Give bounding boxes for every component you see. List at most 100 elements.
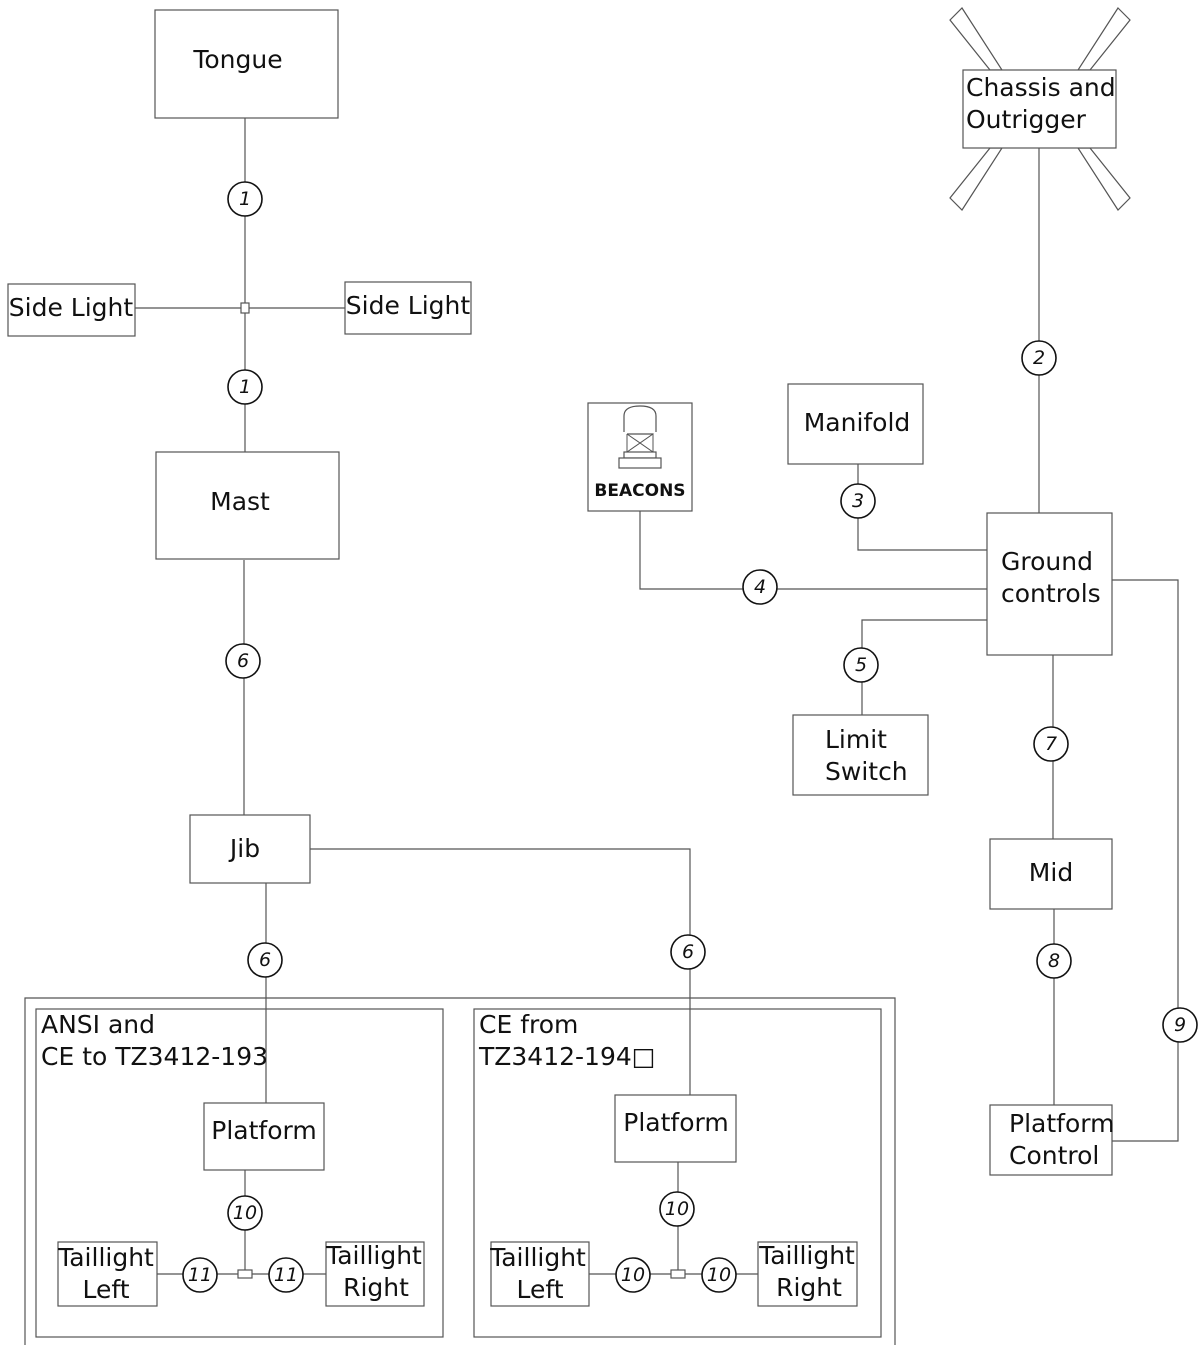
ansi-group-frame (35, 1008, 444, 1338)
connector-10-ce-left-label: 10 (621, 1264, 645, 1286)
tongue-box (154, 9, 339, 119)
outrigger-strut-top-left (949, 7, 1004, 71)
outrigger-strut-bottom-right (1076, 147, 1131, 211)
connector-8-label: 8 (1048, 950, 1060, 972)
chassis-label-2: Outrigger (966, 105, 1087, 134)
connector-7-label: 7 (1045, 733, 1057, 755)
chassis-label-1: Chassis and (966, 73, 1116, 102)
component-mast: Mast (155, 451, 340, 560)
connector-6-ansi: 6 (247, 942, 283, 978)
connector-11-ansi-left-label: 11 (188, 1264, 212, 1286)
group-frames: ANSI and CE to TZ3412-193 CE from TZ3412… (24, 997, 896, 1345)
wire-limit-ground (861, 619, 987, 715)
outer-frame (24, 997, 896, 1345)
connector-6-mast-label: 6 (237, 650, 249, 672)
connector-5: 5 (843, 647, 879, 683)
platform-control-label-2: Control (1009, 1141, 1099, 1170)
wire-ground-platform-control (1112, 579, 1179, 1142)
outrigger-strut-bottom-left (949, 147, 1004, 211)
connector-3-label: 3 (852, 490, 864, 512)
ce-taillight-left: Taillight Left (489, 1241, 590, 1307)
component-manifold: Manifold (787, 383, 924, 465)
ce-taillight-left-label-1: Taillight (489, 1243, 586, 1272)
component-side-light-right: Side Light (344, 281, 472, 335)
mid-label: Mid (1029, 858, 1073, 887)
ansi-taillight-right-box (325, 1241, 425, 1307)
connector-9: 9 (1162, 1007, 1198, 1043)
mid-box (989, 838, 1113, 910)
connector-11-ansi-right: 11 (268, 1257, 304, 1293)
ansi-platform-box (203, 1102, 325, 1171)
connector-4: 4 (742, 569, 778, 605)
ansi-taillight-left-label-2: Left (82, 1275, 129, 1304)
ce-taillight-junction (670, 1269, 686, 1279)
connector-10-ce: 10 (659, 1191, 695, 1227)
component-tongue: Tongue (154, 9, 339, 119)
tongue-label: Tongue (192, 45, 282, 74)
ground-controls-box (986, 512, 1113, 656)
limit-switch-box (792, 714, 929, 796)
ce-taillight-left-label-2: Left (516, 1275, 563, 1304)
ce-taillight-right-label-1: Taillight (758, 1241, 855, 1270)
side-light-right-box (344, 281, 472, 335)
connector-9-label: 9 (1174, 1014, 1186, 1036)
side-light-junction (240, 302, 250, 314)
connector-6-mast: 6 (225, 643, 261, 679)
connector-4-label: 4 (754, 576, 766, 598)
connector-7: 7 (1033, 726, 1069, 762)
limit-switch-label-2: Switch (825, 757, 908, 786)
manifold-box (787, 383, 924, 465)
component-side-light-left: Side Light (7, 283, 136, 337)
beacon-icon (618, 405, 662, 469)
mast-label: Mast (210, 487, 270, 516)
component-chassis-outrigger: Chassis and Outrigger (962, 69, 1117, 149)
outrigger-struts (949, 7, 1131, 211)
outrigger-strut-top-right (1076, 7, 1131, 71)
connector-5-label: 5 (855, 654, 867, 676)
manifold-label: Manifold (804, 408, 911, 437)
ce-group-title-1: CE from (479, 1010, 578, 1039)
ce-taillight-right-label-2: Right (776, 1273, 842, 1302)
ce-taillight-right-box (757, 1241, 858, 1307)
component-mid: Mid (989, 838, 1113, 910)
connector-10-ce-right: 10 (701, 1257, 737, 1293)
connector-1-upper: 1 (227, 181, 263, 217)
connector-10-ansi-label: 10 (233, 1202, 257, 1224)
ground-controls-label-1: Ground (1001, 547, 1093, 576)
connector-10-ce-left: 10 (615, 1257, 651, 1293)
component-beacons: BEACONS (587, 402, 693, 512)
jib-label: Jib (228, 834, 260, 863)
ce-taillight-right: Taillight Right (757, 1241, 858, 1307)
connector-3: 3 (840, 483, 876, 519)
ground-controls-label-2: controls (1001, 579, 1101, 608)
connector-11-ansi-right-label: 11 (274, 1264, 298, 1286)
side-light-left-box (7, 283, 136, 337)
side-light-right-label: Side Light (346, 291, 471, 320)
ce-group-frame (473, 1008, 882, 1338)
connector-1-upper-label: 1 (239, 188, 251, 210)
ce-platform-box (614, 1094, 737, 1163)
connector-10-ce-label: 10 (665, 1198, 689, 1220)
limit-switch-label-1: Limit (825, 725, 887, 754)
component-jib: Jib (189, 814, 311, 884)
junctions (237, 302, 686, 1279)
component-limit-switch: Limit Switch (792, 714, 929, 796)
connector-11-ansi-left: 11 (182, 1257, 218, 1293)
ce-group-title-2: TZ3412-194□ (478, 1042, 655, 1071)
beacons-label: BEACONS (594, 481, 685, 501)
side-light-left-label: Side Light (9, 293, 134, 322)
platform-control-label-1: Platform (1009, 1109, 1114, 1138)
connector-2: 2 (1021, 340, 1057, 376)
ansi-taillight-left-box (57, 1241, 158, 1307)
wire-beacons-ground (639, 511, 987, 590)
jib-box (189, 814, 311, 884)
ce-platform: Platform (614, 1094, 737, 1163)
ansi-taillight-right-label-1: Taillight (325, 1241, 422, 1270)
connector-6-ansi-label: 6 (259, 949, 271, 971)
platform-control-box (989, 1104, 1113, 1176)
wire-jib-ce-platform (310, 848, 691, 1095)
component-ground-controls: Ground controls (986, 512, 1113, 656)
connector-8: 8 (1036, 943, 1072, 979)
connector-10-ce-right-label: 10 (707, 1264, 731, 1286)
